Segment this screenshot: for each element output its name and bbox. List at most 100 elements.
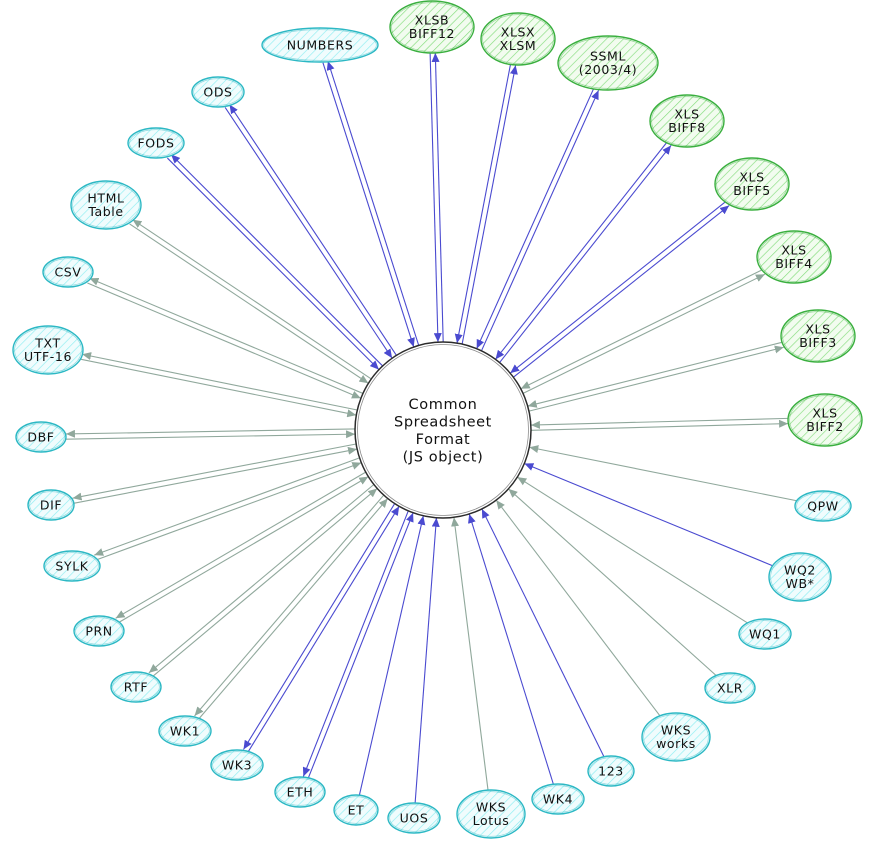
edge-dbf [65, 428, 356, 440]
edge-xlr [508, 488, 717, 676]
label-line: UOS [400, 810, 429, 825]
edge-wks-works [495, 499, 661, 717]
label-line: DIF [40, 497, 62, 512]
edge-csv [87, 277, 364, 399]
label-line: FODS [138, 135, 175, 150]
label-line: SYLK [55, 558, 88, 573]
label-line: PRN [85, 623, 112, 638]
edge-ods [224, 104, 397, 359]
label-line: ETH [287, 784, 314, 799]
label-line: BIFF3 [799, 335, 837, 350]
edge-et [358, 515, 426, 796]
label-line: WQ2 [784, 563, 816, 578]
label-line: Format [416, 432, 471, 448]
edge-xls-biff8 [495, 141, 672, 363]
label-line: (JS object) [403, 449, 484, 465]
label-line: NUMBERS [287, 37, 354, 52]
label-line: XLR [717, 680, 743, 695]
edge-html-table [129, 219, 372, 384]
edge-dif [72, 443, 358, 504]
label-line: BIFF12 [409, 26, 455, 41]
label-line: Common [409, 397, 478, 413]
node-qpw: QPW [794, 490, 852, 522]
label-line: TXT [34, 336, 60, 351]
node-prn: PRN [73, 615, 125, 647]
edge-lotus-123 [481, 508, 605, 757]
edge-xls-biff2 [530, 417, 789, 431]
node-wq1: WQ1 [738, 618, 792, 650]
edge-xls-biff4 [520, 269, 766, 394]
edge-wks-lotus [451, 517, 489, 791]
node-uos: UOS [387, 802, 441, 834]
node-dif: DIF [27, 489, 75, 521]
label-line: XLS [781, 243, 806, 258]
edge-xls-biff5 [509, 201, 730, 378]
edge-xlsb-biff12 [429, 52, 444, 343]
edge-xlsx-xlsm [454, 64, 518, 345]
label-line: RTF [124, 679, 148, 694]
edge-wk1 [194, 494, 389, 720]
node-wk4: WK4 [531, 783, 585, 815]
node-ssml-2003-4: SSML(2003/4) [557, 35, 659, 91]
node-wk1: WK1 [158, 715, 212, 747]
edge-numbers [322, 60, 420, 348]
edge-qpw [529, 445, 797, 502]
node-wk3: WK3 [210, 749, 264, 781]
label-line: XLSX [501, 25, 535, 40]
label-line: BIFF2 [806, 419, 844, 434]
label-line: XLS [674, 107, 699, 122]
edge-wk4 [468, 513, 554, 785]
edge-prn [115, 471, 369, 624]
label-line: WK4 [543, 791, 573, 806]
edge-txt-utf16 [80, 352, 358, 418]
edge-fods [166, 153, 384, 371]
label-line: Spreadsheet [394, 414, 492, 430]
node-csv: CSV [42, 256, 94, 288]
label-line: WB* [786, 576, 815, 591]
label-line: BIFF5 [733, 183, 771, 198]
node-rtf: RTF [110, 671, 162, 703]
label-line: WKS [661, 723, 691, 738]
label-line: DBF [27, 429, 54, 444]
edge-wq2-wb [524, 462, 773, 567]
label-line: WK3 [222, 757, 252, 772]
label-line: 123 [598, 763, 624, 778]
edge-wq1 [517, 476, 748, 624]
node-et: ET [333, 794, 379, 826]
label-line: XLS [739, 170, 764, 185]
edge-ssml-2003-4 [476, 87, 600, 352]
label-line: UTF-16 [24, 349, 72, 364]
label-line: CSV [54, 264, 81, 279]
edge-xls-biff3 [527, 341, 784, 412]
label-line: BIFF8 [668, 120, 706, 135]
label-line: WKS [476, 800, 506, 815]
label-line: Lotus [473, 813, 510, 828]
edge-sylk [94, 457, 362, 561]
label-line: WQ1 [749, 626, 781, 641]
edge-wk3 [243, 503, 400, 753]
label-line: XLSB [415, 13, 449, 28]
node-eth: ETH [274, 776, 326, 808]
node-sylk: SYLK [43, 550, 101, 582]
label-line: XLSM [500, 38, 537, 53]
label-line: (2003/4) [579, 62, 638, 77]
label-line: WK1 [170, 723, 200, 738]
edge-rtf [148, 484, 378, 678]
node-lotus-123: 123 [587, 755, 635, 787]
label-line: SSML [590, 49, 626, 64]
label-line: Table [87, 204, 123, 219]
node-dbf: DBF [15, 421, 67, 453]
